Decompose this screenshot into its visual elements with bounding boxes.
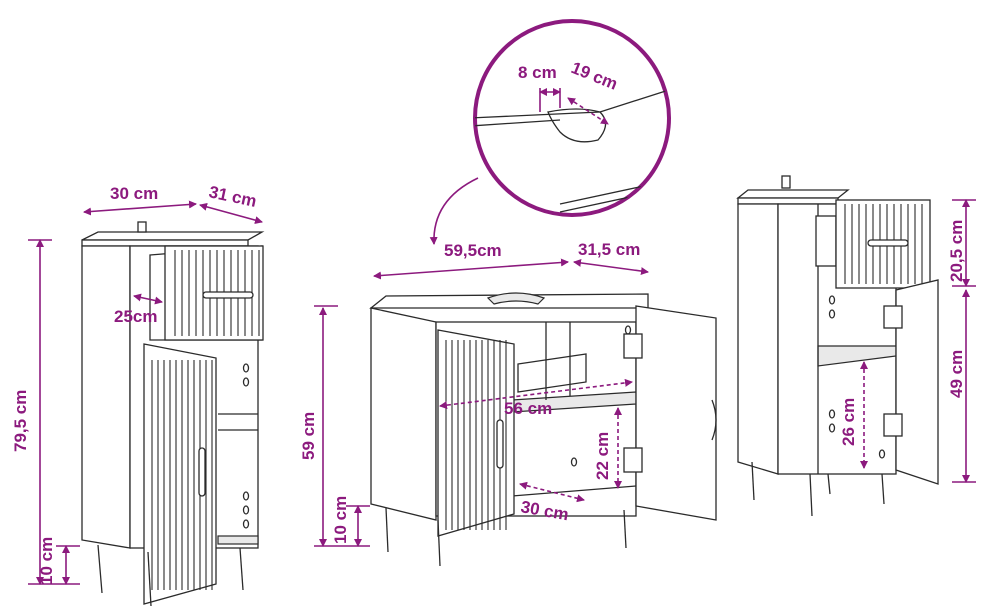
right-drawer [815, 199, 931, 289]
left-height-label: 79,5 cm [11, 390, 30, 452]
middle-left-door [437, 329, 515, 537]
right-cabinet-dimensions: 20,5 cm 49 cm 26 cm [839, 199, 976, 483]
left-cabinet [81, 221, 265, 607]
left-leg-height-label: 10 cm [37, 537, 56, 585]
cutout-width-label: 8 cm [518, 63, 557, 82]
sink-cutout [486, 292, 546, 305]
hinge [623, 333, 643, 359]
right-door [883, 279, 939, 485]
middle-height-label: 59 cm [299, 412, 318, 460]
right-shelf-height-label: 26 cm [839, 398, 858, 446]
right-cabinet [736, 175, 939, 517]
hinge [883, 413, 903, 437]
middle-width-label: 59,5cm [444, 241, 502, 260]
middle-depth-label: 31,5 cm [578, 240, 640, 259]
middle-leg-height-label: 10 cm [331, 496, 350, 544]
middle-right-door [623, 305, 717, 521]
middle-inner-height-label: 22 cm [593, 432, 612, 480]
right-cabinet-top [736, 189, 850, 199]
door-handle [496, 419, 504, 469]
middle-inner-width-label: 56 cm [504, 399, 552, 418]
left-cabinet-top [81, 231, 265, 241]
hinge [883, 305, 903, 329]
left-door [143, 343, 217, 605]
right-door-height-label: 49 cm [947, 350, 966, 398]
shelf-holes [242, 363, 250, 529]
drawer-handle [202, 291, 254, 299]
drawer-handle [867, 239, 909, 247]
left-drawer [149, 245, 264, 341]
detail-circle [473, 19, 671, 217]
middle-cabinet [369, 292, 717, 567]
left-depth-label: 31 cm [207, 182, 258, 211]
left-width-label: 30 cm [110, 184, 158, 203]
right-drawer-height-label: 20,5 cm [947, 220, 966, 282]
left-drawer-depth-label: 25cm [114, 307, 157, 326]
left-cabinet-dimensions: 30 cm 31 cm 25cm 79,5 cm 10 cm [11, 182, 263, 585]
cutout-detail: 8 cm 19 cm [429, 19, 671, 245]
detail-pointer-arrow [429, 177, 479, 245]
door-handle [198, 447, 206, 497]
hinge [623, 447, 643, 473]
